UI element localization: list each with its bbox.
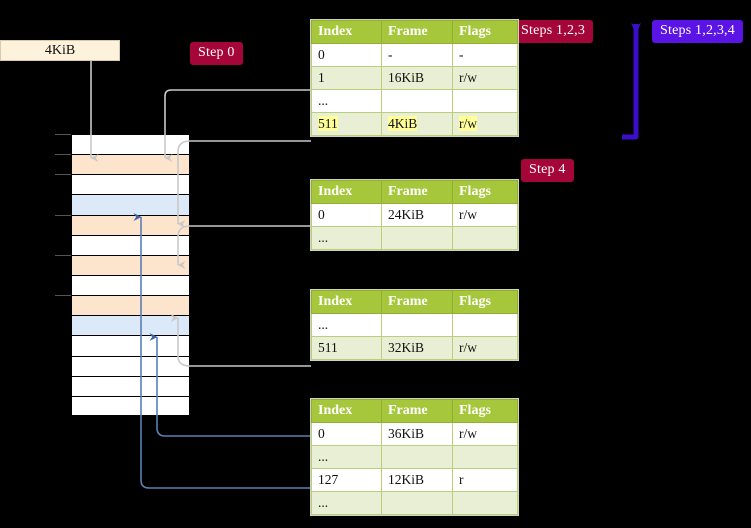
table-header-flags: Flags: [452, 290, 518, 314]
table-cell-flags: [452, 313, 518, 337]
table-cell-frame: [381, 226, 453, 250]
table-header-flags: Flags: [452, 180, 518, 204]
memory-row: [71, 174, 190, 195]
table-header-index: Index: [311, 290, 382, 314]
step-0-badge: Step 0: [190, 42, 243, 65]
page-size-label: 4KiB: [44, 42, 76, 58]
memory-row: [71, 254, 190, 275]
table-cell-flags: r/w: [452, 66, 518, 90]
memory-row-tick: [55, 295, 71, 297]
table-cell-flags: -: [452, 43, 518, 67]
table-cell-index: ...: [311, 226, 382, 250]
memory-row: [71, 355, 190, 376]
table-cell-index: 1: [311, 66, 382, 90]
memory-row: [71, 194, 190, 215]
steps-1234-bracket-arrow: [622, 23, 641, 140]
table-header-flags: Flags: [452, 399, 518, 423]
memory-row: [71, 275, 190, 296]
table-header-frame: Frame: [381, 20, 453, 44]
memory-row: [71, 375, 190, 396]
page-size-box: 4KiB: [0, 40, 120, 61]
table-header-frame: Frame: [381, 399, 453, 423]
table-header-index: Index: [311, 20, 382, 44]
table-cell-flags: r/w: [452, 112, 518, 136]
table-cell-frame: [381, 491, 453, 515]
table-cell-index: ...: [311, 445, 382, 469]
table-cell-index: 511: [311, 336, 382, 360]
table-cell-flags: r/w: [452, 336, 518, 360]
steps-1234-badge: Steps 1,2,3,4: [652, 20, 743, 43]
arrow-table1-row511-to-memory: [177, 140, 311, 228]
table-cell-frame: 24KiB: [381, 203, 453, 227]
table-row: ...: [311, 313, 518, 337]
table-cell-index: ...: [311, 491, 382, 515]
table-cell-flags: [452, 226, 518, 250]
memory-row: [71, 335, 190, 356]
memory-row: [71, 214, 190, 235]
table-row: ...: [311, 445, 518, 469]
table-cell-flags: [452, 491, 518, 515]
table-cell-flags: r/w: [452, 203, 518, 227]
table-header-index: Index: [311, 399, 382, 423]
table-cell-frame: [381, 445, 453, 469]
table-cell-frame: -: [381, 43, 453, 67]
table-cell-frame: 12KiB: [381, 468, 453, 492]
table-header-flags: Flags: [452, 20, 518, 44]
steps-123-badge: Steps 1,2,3: [513, 20, 594, 43]
table-cell-frame: [381, 89, 453, 113]
table-cell-flags: r: [452, 468, 518, 492]
table-cell-flags: [452, 89, 518, 113]
memory-row: [71, 154, 190, 175]
memory-column: [55, 134, 190, 416]
table-cell-index: ...: [311, 89, 382, 113]
table-cell-index: 127: [311, 468, 382, 492]
memory-row-tick: [55, 254, 71, 256]
memory-row: [71, 134, 190, 155]
memory-row: [71, 395, 190, 416]
table-header-index: Index: [311, 180, 382, 204]
table-cell-index: ...: [311, 313, 382, 337]
table-row: ...: [311, 226, 518, 250]
table-row: ...: [311, 89, 518, 113]
memory-row: [71, 295, 190, 316]
table-cell-frame: [381, 313, 453, 337]
memory-row: [71, 234, 190, 255]
table-header-frame: Frame: [381, 180, 453, 204]
table-cell-index: 0: [311, 422, 382, 446]
step-4-badge: Step 4: [521, 159, 574, 182]
table-row: ...: [311, 491, 518, 515]
table-cell-index: 0: [311, 43, 382, 67]
memory-row-tick: [55, 134, 71, 135]
table-cell-frame: 16KiB: [381, 66, 453, 90]
table-cell-frame: 36KiB: [381, 422, 453, 446]
memory-row-tick: [55, 154, 71, 156]
arrow-table2-row0-to-memory: [177, 225, 311, 269]
arrow-table3-row511-to-memory: [170, 314, 311, 367]
table-cell-flags: [452, 445, 518, 469]
table-cell-frame: 32KiB: [381, 336, 453, 360]
table-cell-flags: r/w: [452, 422, 518, 446]
table-cell-index: 511: [311, 112, 382, 136]
memory-row-tick: [55, 174, 71, 176]
table-header-frame: Frame: [381, 290, 453, 314]
table-row: 0--: [311, 43, 518, 67]
table-cell-index: 0: [311, 203, 382, 227]
table-cell-frame: 4KiB: [381, 112, 453, 136]
memory-row-tick: [55, 214, 71, 216]
memory-row: [71, 315, 190, 336]
